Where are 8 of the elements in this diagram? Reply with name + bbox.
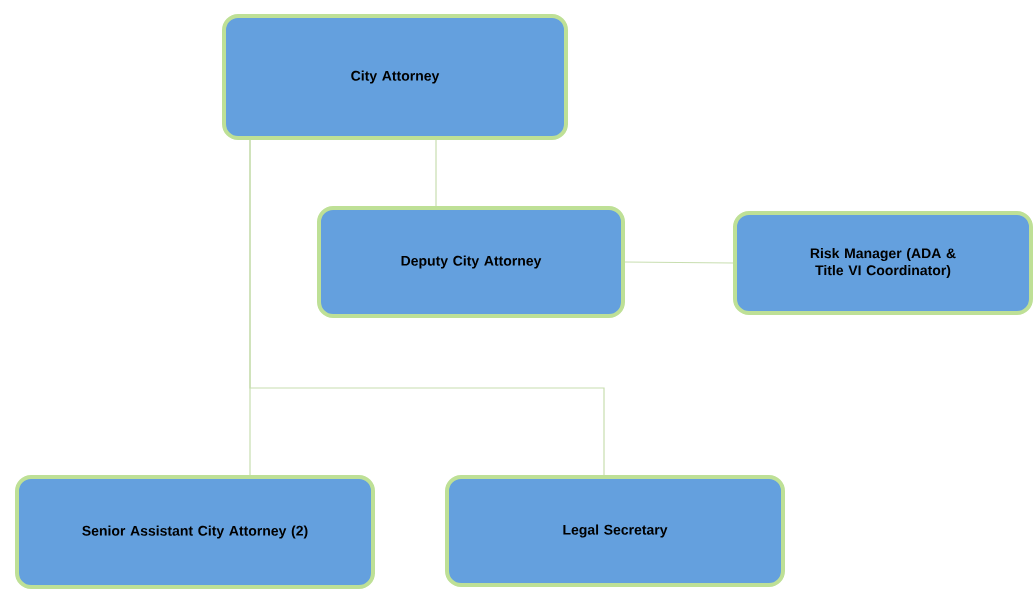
connector-line — [624, 261, 734, 264]
org-box: Risk Manager (ADA & Title VI Coordinator) — [733, 211, 1033, 315]
org-box: Senior Assistant City Attorney (2) — [15, 475, 375, 589]
connector-line — [435, 139, 437, 207]
connector-line — [249, 139, 605, 476]
org-box: Deputy City Attorney — [317, 206, 625, 318]
org-box: City Attorney — [222, 14, 568, 140]
org-box: Legal Secretary — [445, 475, 785, 587]
